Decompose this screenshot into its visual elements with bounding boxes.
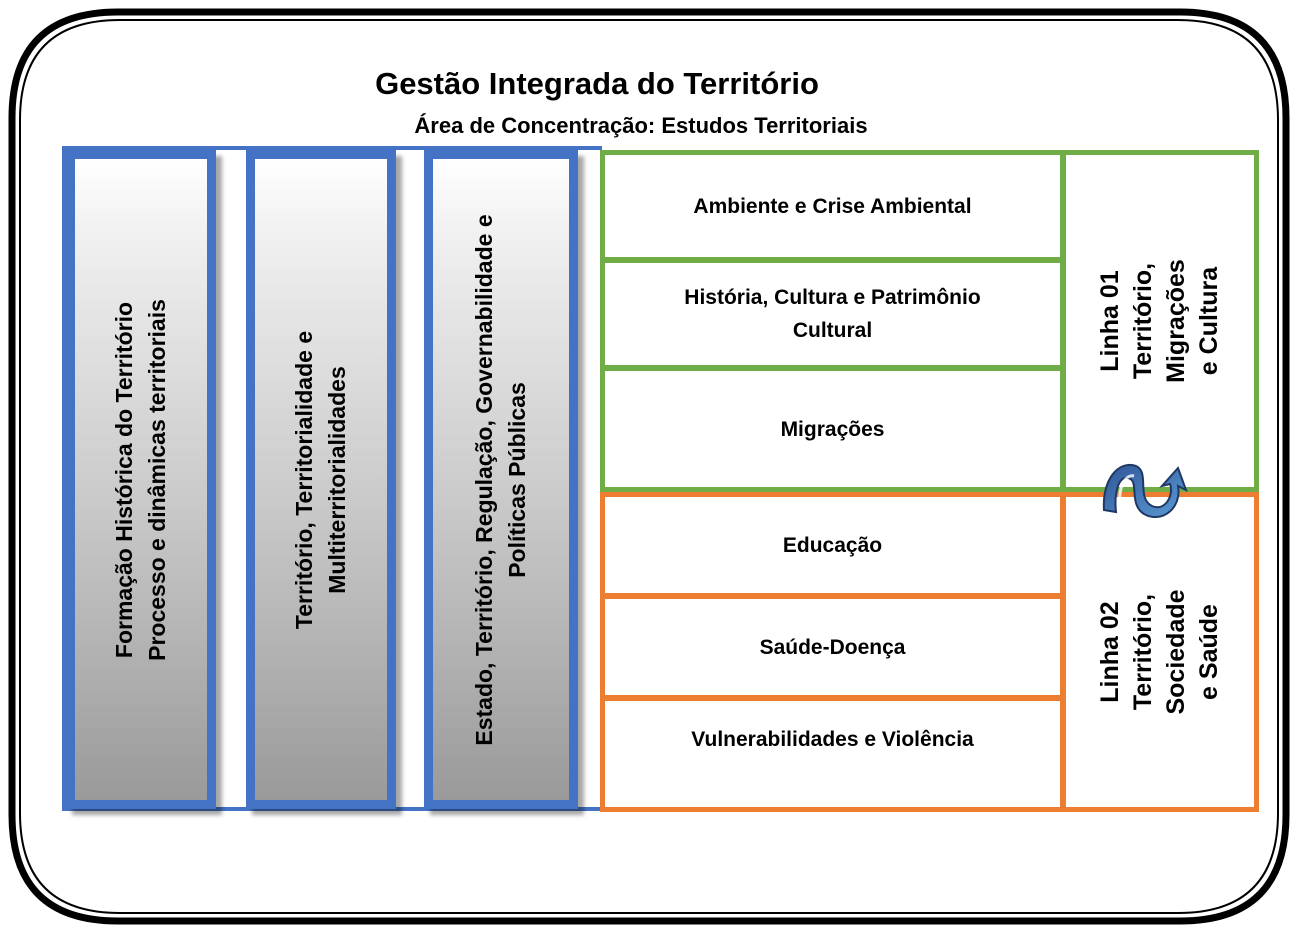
theme-educacao: Educação: [600, 492, 1065, 598]
theme-ambiente: Ambiente e Crise Ambiental: [600, 150, 1065, 262]
pillar-label-line2: Multiterritorialidades: [324, 365, 350, 594]
pillar-label-line2: Políticas Públicas: [504, 381, 530, 578]
line-01-name-1: Território,: [1129, 262, 1157, 380]
pillar-label: Formação Histórica do Território Process…: [108, 170, 174, 790]
theme-historia-cultura: História, Cultura e Patrimônio Cultural: [600, 258, 1065, 370]
pillar-label-line1: Formação Histórica do Território: [111, 301, 137, 658]
line-01-name-3: e Cultura: [1195, 266, 1223, 376]
pillar-label: Estado, Território, Regulação, Governabi…: [468, 170, 534, 790]
theme-label: Ambiente e Crise Ambiental: [693, 194, 972, 218]
pillar-label-line1: Estado, Território, Regulação, Governabi…: [471, 213, 497, 746]
line-02-number: Linha 02: [1096, 601, 1124, 703]
diagram-title: Gestão Integrada do Território: [375, 66, 819, 101]
theme-vulnerabilidades: Vulnerabilidades e Violência: [600, 696, 1065, 812]
theme-label: Migrações: [780, 417, 885, 441]
pillar-label-line2: Processo e dinâmicas territoriais: [144, 298, 170, 661]
line-01-number: Linha 01: [1096, 270, 1124, 372]
pillar-label-line1: Território, Territorialidade e: [291, 330, 317, 629]
theme-saude-doenca: Saúde-Doença: [600, 594, 1065, 700]
theme-label: História, Cultura e Patrimônio Cultural: [684, 286, 981, 342]
line-01-label: Linha 01 Território, Migrações e Cultura: [1061, 150, 1259, 492]
line-02-name-2: Sociedade: [1162, 589, 1190, 715]
pillar-formacao-historica: Formação Histórica do Território Process…: [66, 150, 216, 809]
rounded-frame: [8, 8, 1290, 925]
theme-label: Vulnerabilidades e Violência: [691, 728, 974, 751]
theme-migracoes: Migrações: [600, 366, 1065, 492]
line-02-name-3: e Saúde: [1195, 604, 1223, 700]
pillar-label: Território, Territorialidade e Multiterr…: [288, 170, 354, 790]
diagram-subtitle: Área de Concentração: Estudos Territoria…: [414, 113, 868, 138]
curved-arrow-icon: [1102, 463, 1188, 519]
theme-label: Saúde-Doença: [759, 635, 906, 659]
pillar-territorialidade: Território, Territorialidade e Multiterr…: [246, 150, 396, 809]
line-02-label: Linha 02 Território, Sociedade e Saúde: [1061, 492, 1259, 812]
theme-label: Educação: [782, 533, 883, 557]
line-01-name-2: Migrações: [1162, 259, 1190, 383]
line-02-name-1: Território,: [1129, 593, 1157, 711]
pillar-estado-politicas: Estado, Território, Regulação, Governabi…: [424, 150, 578, 809]
line-01-text: Linha 01 Território, Migrações e Cultura: [1094, 171, 1226, 471]
line-02-text: Linha 02 Território, Sociedade e Saúde: [1094, 502, 1226, 802]
pillars-container: [62, 146, 602, 811]
